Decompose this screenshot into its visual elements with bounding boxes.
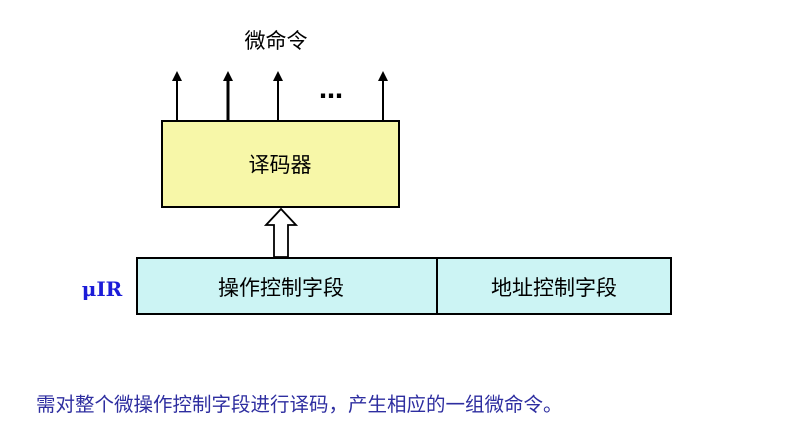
register-label: μIR — [82, 277, 123, 301]
op-control-field: 操作控制字段 — [218, 276, 344, 300]
decoder-box — [161, 120, 400, 208]
caption-text: 需对整个微操作控制字段进行译码，产生相应的一组微命令。 — [36, 393, 563, 416]
decoder-label: 译码器 — [249, 153, 312, 177]
ellipsis: … — [319, 76, 343, 104]
hollow-up-arrow — [263, 207, 299, 258]
output-arrows — [172, 71, 388, 120]
micro-instruction-register — [136, 257, 672, 315]
address-control-field: 地址控制字段 — [491, 276, 617, 300]
micro-command-label: 微命令 — [245, 29, 308, 53]
